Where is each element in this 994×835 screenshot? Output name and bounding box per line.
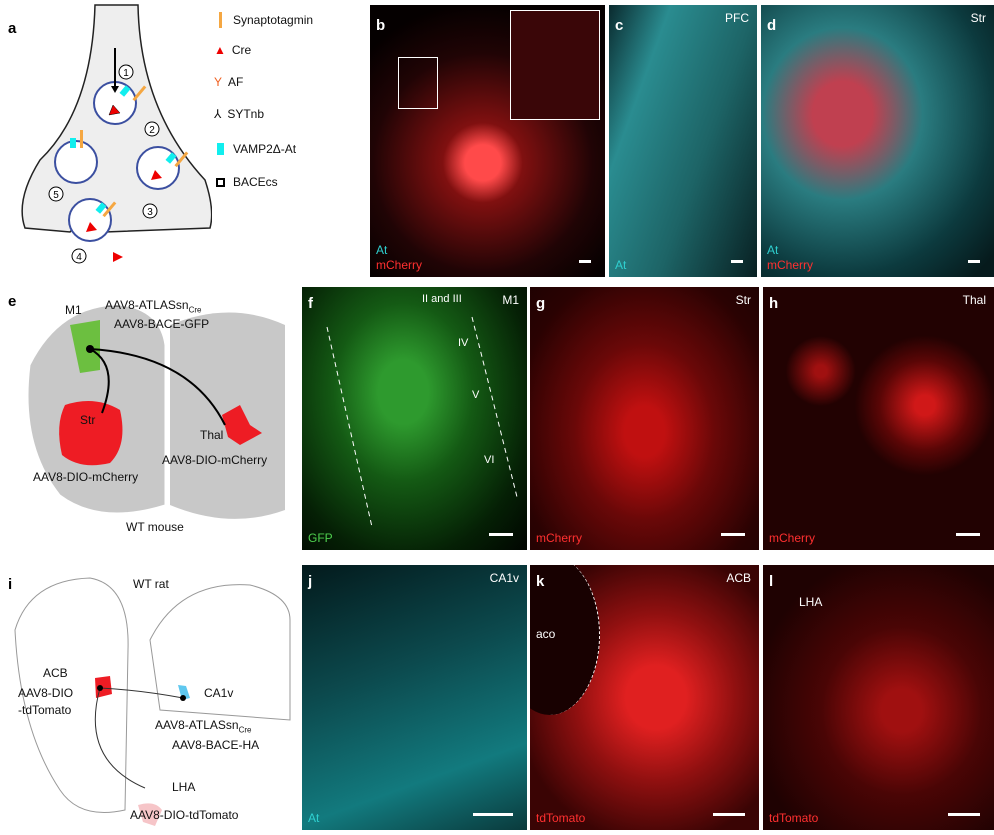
step-3: 3	[147, 207, 153, 218]
label-acb-virus-1: AAV8-DIO	[18, 686, 74, 700]
channel-label-mcherry: mCherry	[767, 258, 814, 272]
label-lha: LHA	[172, 780, 196, 794]
image-panel-d: d Str At mCherry	[761, 5, 994, 277]
channel-label-mcherry: mCherry	[769, 531, 816, 545]
image-panel-j: j CA1v At	[302, 565, 527, 830]
label-inj2: AAV8-BACE-GFP	[114, 317, 210, 331]
panel-label-l: l	[769, 573, 774, 590]
image-panel-k: k ACB aco tdTomato	[530, 565, 759, 830]
label-str-virus: AAV8-DIO-mCherry	[33, 470, 139, 484]
region-label: PFC	[725, 11, 749, 25]
region-label: Str	[735, 293, 751, 307]
channel-label-at: At	[615, 258, 627, 272]
panel-label-d: d	[767, 17, 777, 34]
panel-label-h: h	[769, 295, 779, 312]
layer-label-4: IV	[458, 337, 469, 349]
scale-bar	[948, 813, 980, 816]
label-ca1v: CA1v	[204, 686, 234, 700]
panel-label-c: c	[615, 17, 624, 34]
label-lha-virus: AAV8-DIO-tdTomato	[130, 808, 239, 822]
label-inj2: AAV8-BACE-HA	[172, 738, 260, 752]
region-label: M1	[502, 293, 519, 307]
label-inj1: AAV8-ATLASsnCre	[105, 298, 202, 315]
panel-label-i: i	[8, 576, 13, 593]
channel-label-at: At	[376, 243, 388, 257]
panel-label-f: f	[308, 295, 313, 312]
legend-cre: ▲Cre	[214, 43, 252, 57]
scale-bar	[968, 260, 980, 263]
mouse-brain-schematic	[27, 304, 285, 519]
region-label: Str	[970, 11, 986, 25]
image-panel-h: h Thal mCherry	[763, 287, 994, 550]
image-panel-b: b At mCherry	[370, 5, 605, 277]
panel-label-a: a	[8, 20, 17, 37]
synapse-schematic: 1 2 3 4 5	[21, 4, 212, 264]
scale-bar	[579, 260, 591, 263]
channel-label-mcherry: mCherry	[376, 258, 423, 272]
panel-label-e: e	[8, 293, 17, 310]
legend-synaptotagmin: Synaptotagmin	[214, 12, 313, 28]
legend-vamp2: VAMP2Δ-At	[214, 142, 296, 156]
scale-bar	[713, 813, 745, 816]
label-animal: WT rat	[133, 577, 169, 591]
layer-label-2-3: II and III	[422, 293, 462, 305]
legend-sytnb: ⅄SYTnb	[214, 107, 265, 121]
label-aco: aco	[536, 627, 556, 641]
step-1: 1	[123, 68, 129, 79]
panel-label-b: b	[376, 17, 386, 34]
label-acb-virus-2: -tdTomato	[18, 703, 72, 717]
label-animal: WT mouse	[126, 520, 184, 534]
region-label: ACB	[726, 571, 751, 585]
label-acb: ACB	[43, 666, 68, 680]
scale-bar	[731, 260, 743, 263]
panel-label-g: g	[536, 295, 546, 312]
label-m1: M1	[65, 303, 82, 317]
image-panel-f: f M1 II and III IV V VI GFP	[302, 287, 527, 550]
cortex-boundary-lines	[326, 316, 518, 528]
scale-bar	[473, 813, 513, 816]
legend-bacecs: BACEcs	[214, 175, 278, 189]
label-thal-virus: AAV8-DIO-mCherry	[162, 453, 268, 467]
step-5: 5	[53, 190, 59, 201]
label-thal: Thal	[200, 428, 224, 442]
region-label: CA1v	[489, 571, 519, 585]
step-2: 2	[149, 125, 155, 136]
layer-label-5: V	[472, 389, 480, 401]
image-panel-g: g Str mCherry	[530, 287, 759, 550]
channel-label-mcherry: mCherry	[536, 531, 583, 545]
image-panel-l: l LHA tdTomato	[763, 565, 994, 830]
channel-label-tdtomato: tdTomato	[536, 811, 586, 825]
channel-label-at: At	[767, 243, 779, 257]
step-4: 4	[76, 252, 82, 263]
channel-label-gfp: GFP	[308, 531, 333, 545]
image-panel-c: c PFC At	[609, 5, 757, 277]
region-label: LHA	[799, 595, 823, 609]
scale-bar	[721, 533, 745, 536]
region-label: Thal	[962, 293, 986, 307]
panel-label-j: j	[308, 573, 313, 590]
label-str: Str	[80, 413, 96, 427]
panel-label-k: k	[536, 573, 545, 590]
layer-label-6: VI	[484, 454, 495, 466]
channel-label-at: At	[308, 811, 320, 825]
rat-brain-schematic	[14, 577, 291, 826]
label-inj1: AAV8-ATLASsnCre	[155, 718, 252, 735]
scale-bar	[956, 533, 980, 536]
channel-label-tdtomato: tdTomato	[769, 811, 819, 825]
scale-bar	[489, 533, 513, 536]
